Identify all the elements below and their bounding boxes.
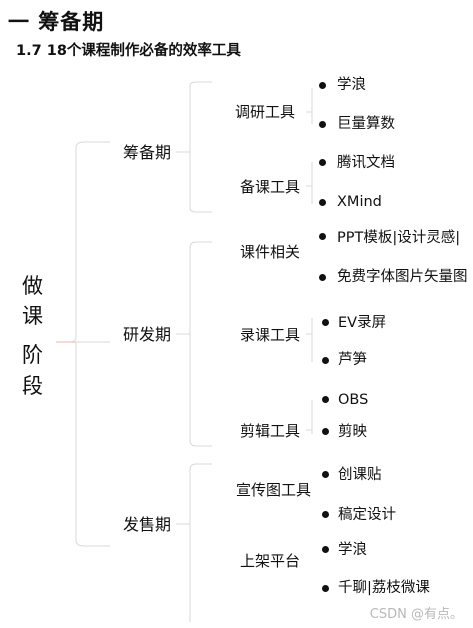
bullet-icon: [319, 233, 326, 240]
root-label-char: 做: [22, 274, 43, 298]
page-title: 一 筹备期: [8, 10, 105, 34]
category-lesson-prep-tools: 备课工具: [240, 178, 301, 196]
phase-dev: 研发期: [123, 325, 172, 344]
category-courseware: 课件相关: [240, 243, 301, 261]
category-editing-tools: 剪辑工具: [240, 422, 301, 440]
phase-bracket-prep: [176, 81, 212, 213]
root-label-char: 阶: [22, 343, 43, 367]
root-label-char: 课: [22, 304, 43, 328]
bullet-icon: [319, 274, 326, 281]
phase-bracket-dev: [176, 241, 212, 447]
cat-bracket-3: [306, 318, 313, 362]
bullet-icon: [322, 319, 329, 326]
bullet-icon: [322, 546, 329, 553]
bullet-icon: [322, 396, 329, 403]
bullet-icon: [322, 511, 329, 518]
phase-prep: 筹备期: [123, 143, 172, 162]
bullet-icon: [322, 471, 329, 478]
bullet-icon: [319, 159, 326, 166]
category-promo-image-tools: 宣传图工具: [236, 481, 312, 499]
cat-bracket-2: [306, 162, 313, 204]
root-label-char: 段: [22, 374, 43, 398]
bullet-icon: [322, 428, 329, 435]
category-listing-platforms: 上架平台: [240, 552, 301, 570]
root-bracket: [56, 141, 110, 547]
bullet-icon: [322, 585, 329, 592]
bullet-icon: [319, 82, 326, 89]
phase-bracket-sale: [176, 463, 212, 622]
cat-bracket-4: [306, 400, 313, 434]
watermark: CSDN @有点。: [369, 607, 463, 622]
bullet-icon: [319, 121, 326, 128]
category-research-tools: 调研工具: [235, 103, 296, 121]
bullet-icon: [319, 199, 326, 206]
phase-sale: 发售期: [123, 515, 172, 534]
bullet-icon: [322, 357, 329, 364]
cat-bracket-1: [306, 88, 313, 124]
section-subtitle: 1.7 18个课程制作必备的效率工具: [16, 43, 241, 59]
category-recording-tools: 录课工具: [240, 326, 301, 344]
